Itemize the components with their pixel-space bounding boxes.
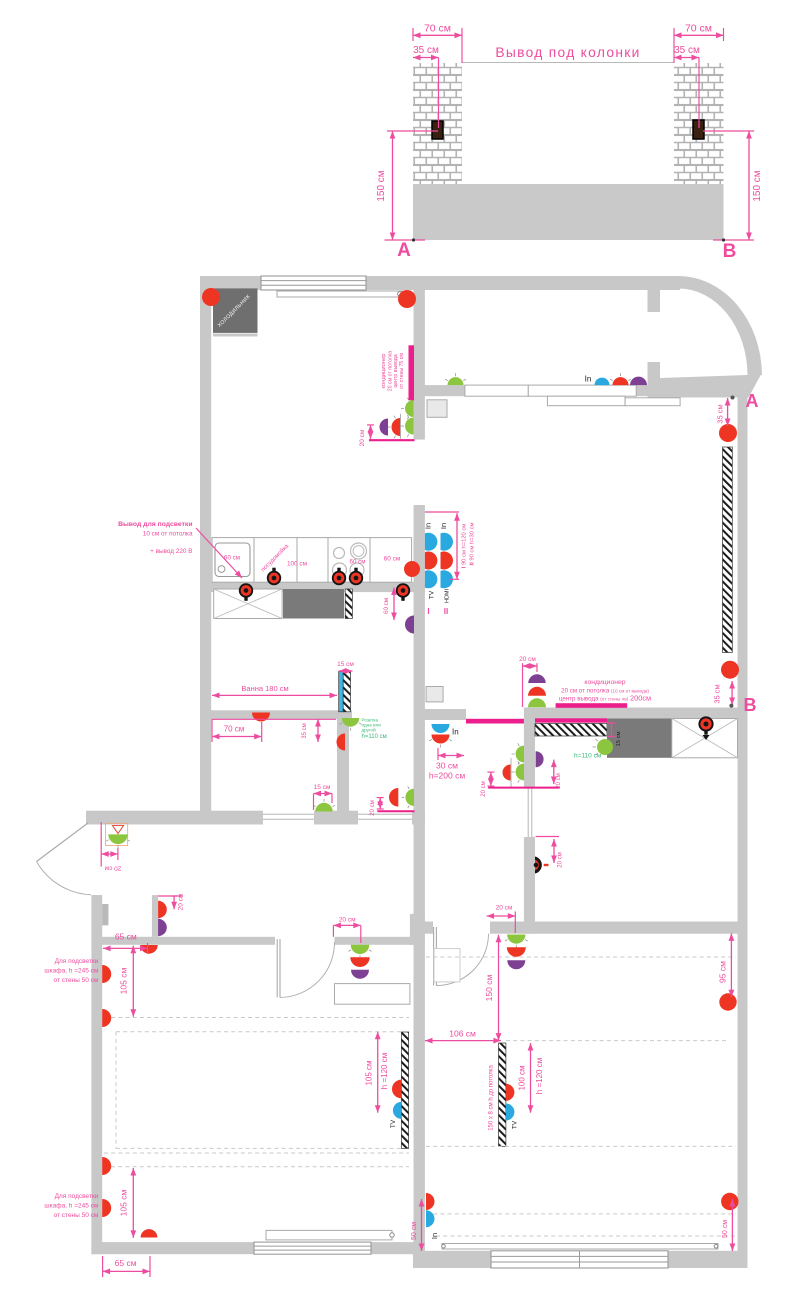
svg-text:A: A (746, 391, 759, 411)
svg-text:I 90 см h=120 см: I 90 см h=120 см (462, 524, 468, 569)
svg-text:20 см: 20 см (496, 905, 513, 912)
svg-text:70 см: 70 см (224, 725, 245, 734)
svg-text:Вывод для подсветки: Вывод для подсветки (118, 521, 192, 528)
svg-text:In: In (424, 523, 433, 529)
svg-text:I: I (427, 607, 429, 616)
svg-text:20 см: 20 см (104, 865, 121, 872)
svg-text:150 х 8 см h до потолка: 150 х 8 см h до потолка (489, 1065, 495, 1131)
svg-text:от стены 75 см: от стены 75 см (399, 353, 405, 389)
svg-text:20 см: 20 см (359, 429, 366, 446)
svg-text:15 см: 15 см (616, 732, 622, 747)
svg-text:15 см: 15 см (314, 784, 331, 791)
svg-text:h =120 см: h =120 см (535, 1058, 544, 1094)
svg-text:TV: TV (429, 590, 436, 599)
svg-text:кондиционер: кондиционер (584, 679, 625, 686)
svg-text:35 см: 35 см (413, 45, 439, 56)
svg-text:In: In (452, 728, 459, 737)
svg-text:20 см: 20 см (519, 656, 536, 663)
svg-text:II: II (444, 607, 448, 616)
svg-text:центр вывода (от стены лв) 200: центр вывода (от стены лв) 200см (559, 694, 651, 703)
svg-text:35 см: 35 см (302, 723, 308, 738)
svg-text:60 см: 60 см (224, 555, 240, 562)
svg-text:50 см: 50 см (411, 1222, 418, 1240)
svg-text:105 см: 105 см (119, 1190, 129, 1217)
svg-text:20 см: 20 см (178, 893, 185, 910)
svg-text:Вывод под колонки: Вывод под колонки (495, 45, 640, 60)
svg-text:B: B (744, 695, 757, 715)
svg-text:70 см: 70 см (424, 23, 451, 35)
svg-text:35 см: 35 см (674, 45, 700, 56)
svg-text:h=200 см: h=200 см (429, 771, 465, 781)
svg-text:20 см: 20 см (339, 917, 356, 924)
svg-text:106 см: 106 см (449, 1029, 476, 1039)
svg-text:65 см: 65 см (115, 932, 137, 942)
svg-text:Розетка: Розетка (362, 718, 379, 723)
svg-text:In: In (430, 1233, 439, 1239)
svg-text:60 см: 60 см (350, 559, 366, 566)
svg-text:центр вывода: центр вывода (393, 354, 399, 387)
svg-text:100 см: 100 см (518, 1065, 527, 1090)
svg-text:60 см: 60 см (383, 598, 390, 614)
svg-text:+ вывод 220 В: + вывод 220 В (150, 548, 192, 555)
svg-text:кондиционер: кондиционер (381, 353, 387, 388)
svg-text:95 см: 95 см (718, 961, 728, 983)
svg-text:HDMI: HDMI (445, 589, 451, 604)
svg-text:другой: другой (362, 727, 377, 733)
svg-text:шкафа, h =245 см: шкафа, h =245 см (44, 968, 99, 975)
svg-text:A: A (397, 240, 411, 261)
svg-text:150 см: 150 см (484, 975, 494, 1002)
svg-text:105 см: 105 см (365, 1060, 374, 1085)
svg-text:150 см: 150 см (752, 170, 763, 201)
svg-text:II 90 см h=30 см: II 90 см h=30 см (470, 523, 476, 566)
svg-text:20 см от потолка: 20 см от потолка (388, 351, 394, 391)
svg-text:150 см: 150 см (376, 170, 387, 201)
svg-text:60 см: 60 см (384, 556, 400, 563)
svg-text:от стены 50 см: от стены 50 см (54, 1212, 99, 1219)
svg-text:20 см: 20 см (558, 852, 564, 867)
svg-text:10 см от потолка: 10 см от потолка (143, 531, 193, 538)
svg-text:65 см: 65 см (115, 1258, 137, 1268)
svg-text:30 см: 30 см (436, 761, 458, 771)
svg-text:шкафа, h =245 см: шкафа, h =245 см (44, 1203, 99, 1210)
svg-text:In: In (439, 523, 448, 529)
svg-text:20 см: 20 см (556, 773, 562, 788)
svg-text:50 см: 50 см (722, 1220, 729, 1238)
svg-text:20 см: 20 см (481, 781, 487, 796)
svg-text:h=110 см: h=110 см (362, 734, 387, 740)
svg-text:20 см: 20 см (370, 800, 376, 815)
svg-text:от стены 50 см: от стены 50 см (54, 977, 99, 984)
svg-text:Для подсветки: Для подсветки (55, 1193, 99, 1200)
svg-text:105 см: 105 см (119, 968, 129, 995)
svg-text:70 см: 70 см (685, 23, 712, 35)
svg-text:одна или: одна или (362, 723, 382, 728)
svg-text:B: B (723, 241, 737, 262)
svg-text:35 см: 35 см (713, 684, 722, 703)
svg-text:In: In (585, 375, 592, 384)
svg-text:20 см от потолка (10 см от выв: 20 см от потолка (10 см от вывода) (561, 688, 649, 695)
svg-text:TV: TV (390, 1119, 397, 1128)
svg-text:15 см: 15 см (337, 661, 354, 668)
svg-text:h=110 см: h=110 см (574, 753, 602, 760)
svg-text:Ванна 180 см: Ванна 180 см (241, 684, 288, 693)
svg-text:35 см: 35 см (716, 404, 725, 423)
svg-text:100 см: 100 см (287, 561, 307, 568)
svg-text:TV: TV (512, 1120, 519, 1129)
svg-text:h =120 см: h =120 см (380, 1053, 389, 1089)
svg-text:Для подсветки: Для подсветки (55, 958, 99, 965)
